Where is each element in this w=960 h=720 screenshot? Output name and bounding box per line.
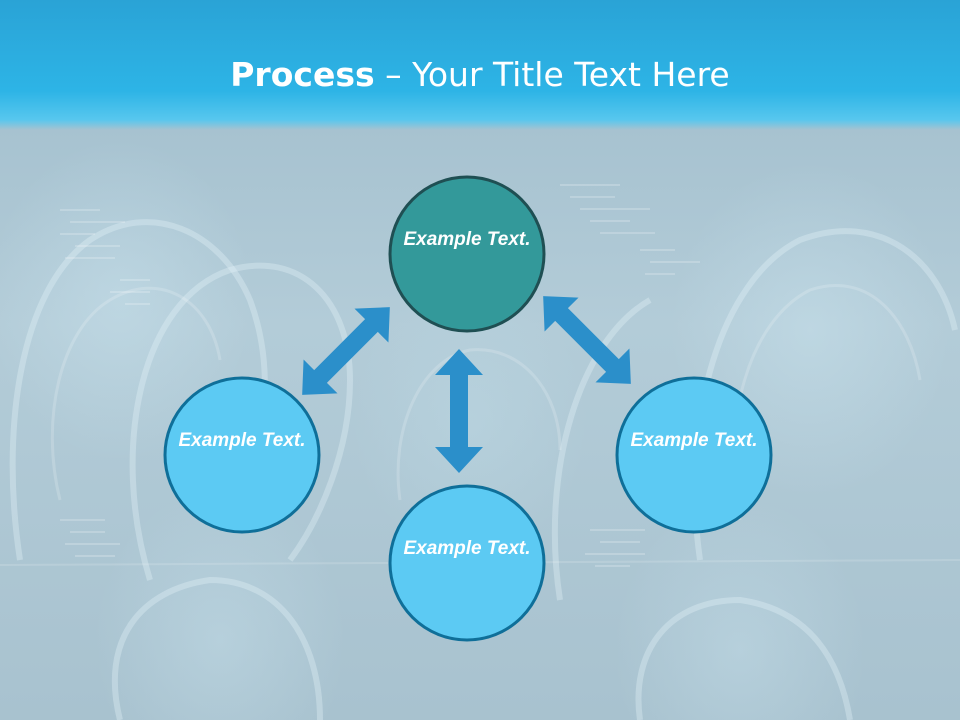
node-top: [388, 175, 546, 333]
title-bar: [0, 0, 960, 130]
arrow-top-left: [285, 290, 407, 412]
node-bottom-label: Example Text.: [403, 538, 531, 559]
title-rest: – Your Title Text Here: [374, 55, 730, 94]
node-right-label: Example Text.: [630, 430, 758, 451]
node-bottom: [388, 484, 546, 642]
slide-title: Process – Your Title Text Here: [0, 52, 960, 98]
node-left-label: Example Text.: [178, 430, 306, 451]
arrow-top-right: [526, 279, 648, 401]
title-bold: Process: [230, 55, 375, 94]
node-right: [615, 376, 773, 534]
node-left: [163, 376, 321, 534]
arrow-center-vertical: [435, 349, 483, 473]
node-top-label: Example Text.: [403, 229, 531, 250]
